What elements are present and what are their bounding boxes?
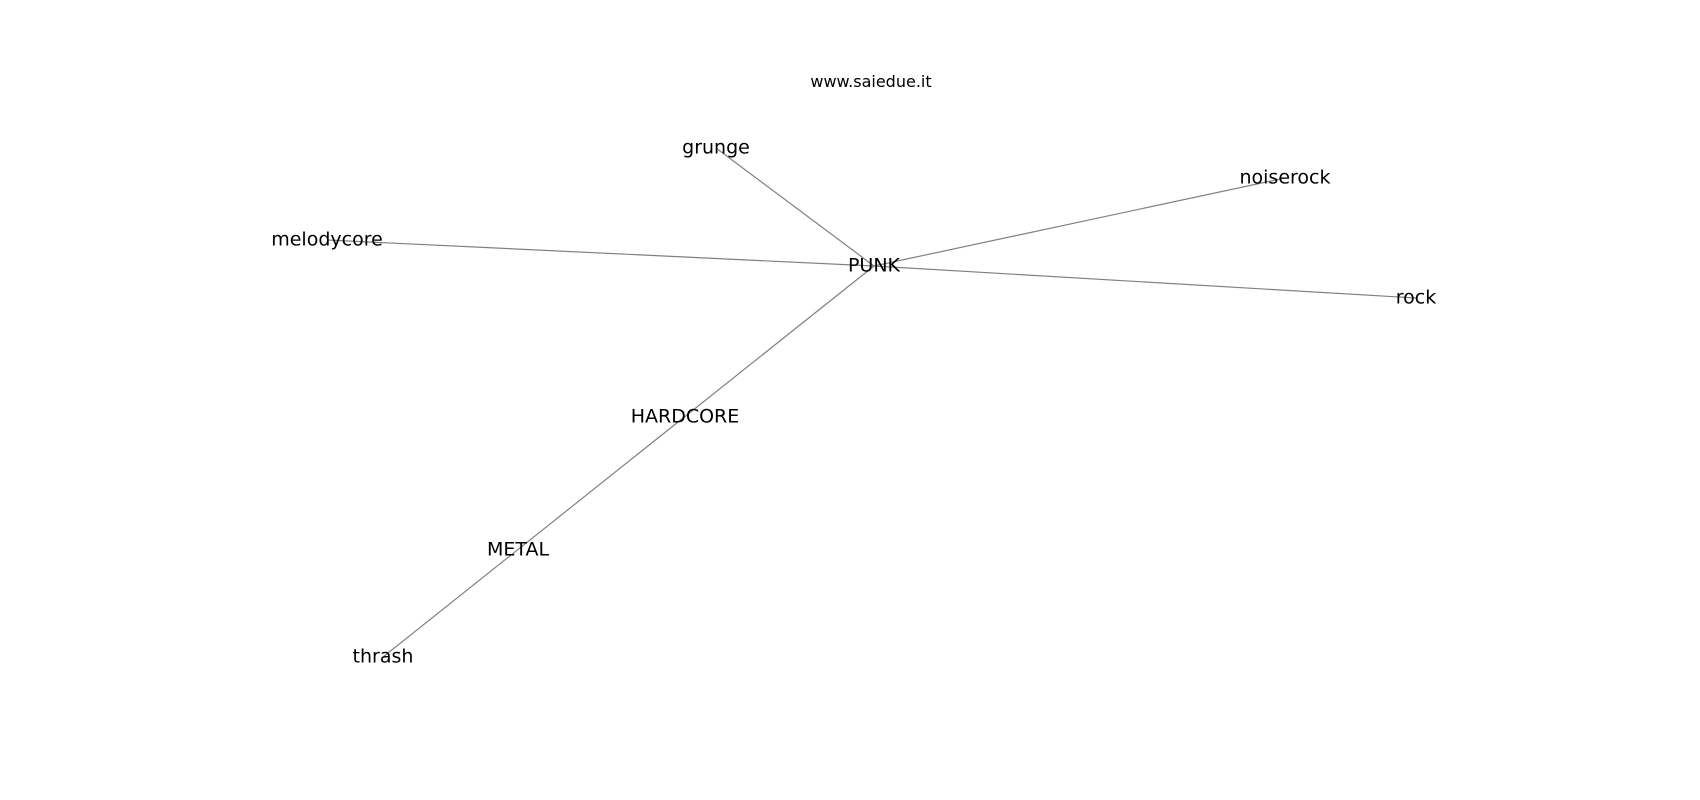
edge-punk-thrash	[382, 265, 875, 658]
node-label-thrash: thrash	[353, 646, 414, 668]
edge-melodycore-punk	[326, 239, 875, 267]
node-label-punk: PUNK	[848, 255, 901, 277]
edge-grunge-punk	[715, 147, 875, 267]
edges-layer	[326, 147, 1417, 658]
edge-punk-rock	[873, 265, 1417, 299]
node-label-rock: rock	[1396, 287, 1436, 309]
site-title: www.saiedue.it	[810, 72, 932, 91]
edge-noiserock-punk	[873, 177, 1286, 267]
node-label-metal: METAL	[487, 539, 550, 561]
node-label-noiserock: noiserock	[1239, 167, 1330, 189]
node-label-hardcore: HARDCORE	[631, 406, 740, 428]
node-label-grunge: grunge	[682, 137, 750, 159]
node-label-melodycore: melodycore	[271, 229, 383, 251]
